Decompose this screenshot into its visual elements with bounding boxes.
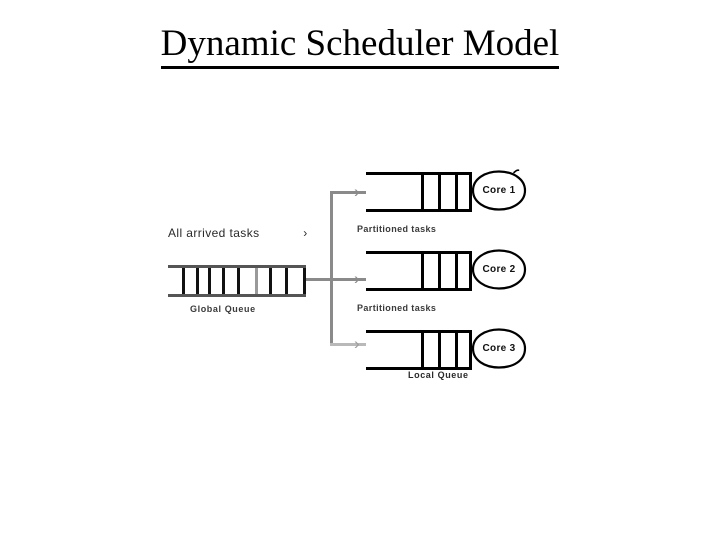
core-label-1: Core 1 [482,185,516,196]
global-queue-cell [222,268,237,294]
partitioned-tasks-caption-2: Partitioned tasks [357,303,437,313]
queue-cell [438,333,455,367]
global-queue-cell [182,268,196,294]
page-title-text: Dynamic Scheduler Model [160,23,560,69]
global-queue-cell [237,268,255,294]
global-queue-end [303,268,306,294]
queue-cell [455,254,472,288]
core-label-2: Core 2 [482,264,516,275]
branch-arrow-icon-core-1: › [354,182,360,201]
queue-cell [421,175,438,209]
queue-cell [455,333,472,367]
page-title: Dynamic Scheduler Model [0,22,720,69]
local-queue-caption: Local Queue [408,370,469,380]
connector-branch-core-2 [330,278,366,281]
queue-cell [438,254,455,288]
scheduler-diagram: All arrived tasks › Global Queue › › › P… [160,158,560,398]
queue-cell [455,175,472,209]
global-queue-cell [255,268,269,294]
connector-trunk [330,191,333,343]
global-queue-cell [196,268,208,294]
queue-cell [438,175,455,209]
branch-arrow-icon-core-3: › [354,334,360,353]
queue-empty-space [366,333,421,367]
global-queue-cell [269,268,285,294]
all-arrived-tasks-text: All arrived tasks [168,226,260,240]
global-queue-caption: Global Queue [190,304,256,314]
core-node-2: Core 2 [470,247,528,292]
all-arrived-tasks-label: All arrived tasks › [168,226,308,240]
arrived-arrow-icon: › [303,226,308,240]
global-queue-box [168,265,306,297]
queue-empty-space [366,254,421,288]
queue-empty-space [366,175,421,209]
connector-branch-core-1 [330,191,366,194]
core-node-1: Core 1 [470,168,528,213]
partitioned-queue-core-1 [366,172,472,212]
global-queue-cell [208,268,222,294]
connector-stem [306,278,332,281]
global-queue-cell [168,268,182,294]
connector-branch-core-3 [330,343,366,346]
queue-cell [421,254,438,288]
global-queue-cell [285,268,303,294]
branch-arrow-icon-core-2: › [354,269,360,288]
queue-cell [421,333,438,367]
core-node-3: Core 3 [470,326,528,371]
local-queue-core-3 [366,330,472,370]
partitioned-queue-core-2 [366,251,472,291]
core-label-3: Core 3 [482,343,516,354]
partitioned-tasks-caption-1: Partitioned tasks [357,224,437,234]
